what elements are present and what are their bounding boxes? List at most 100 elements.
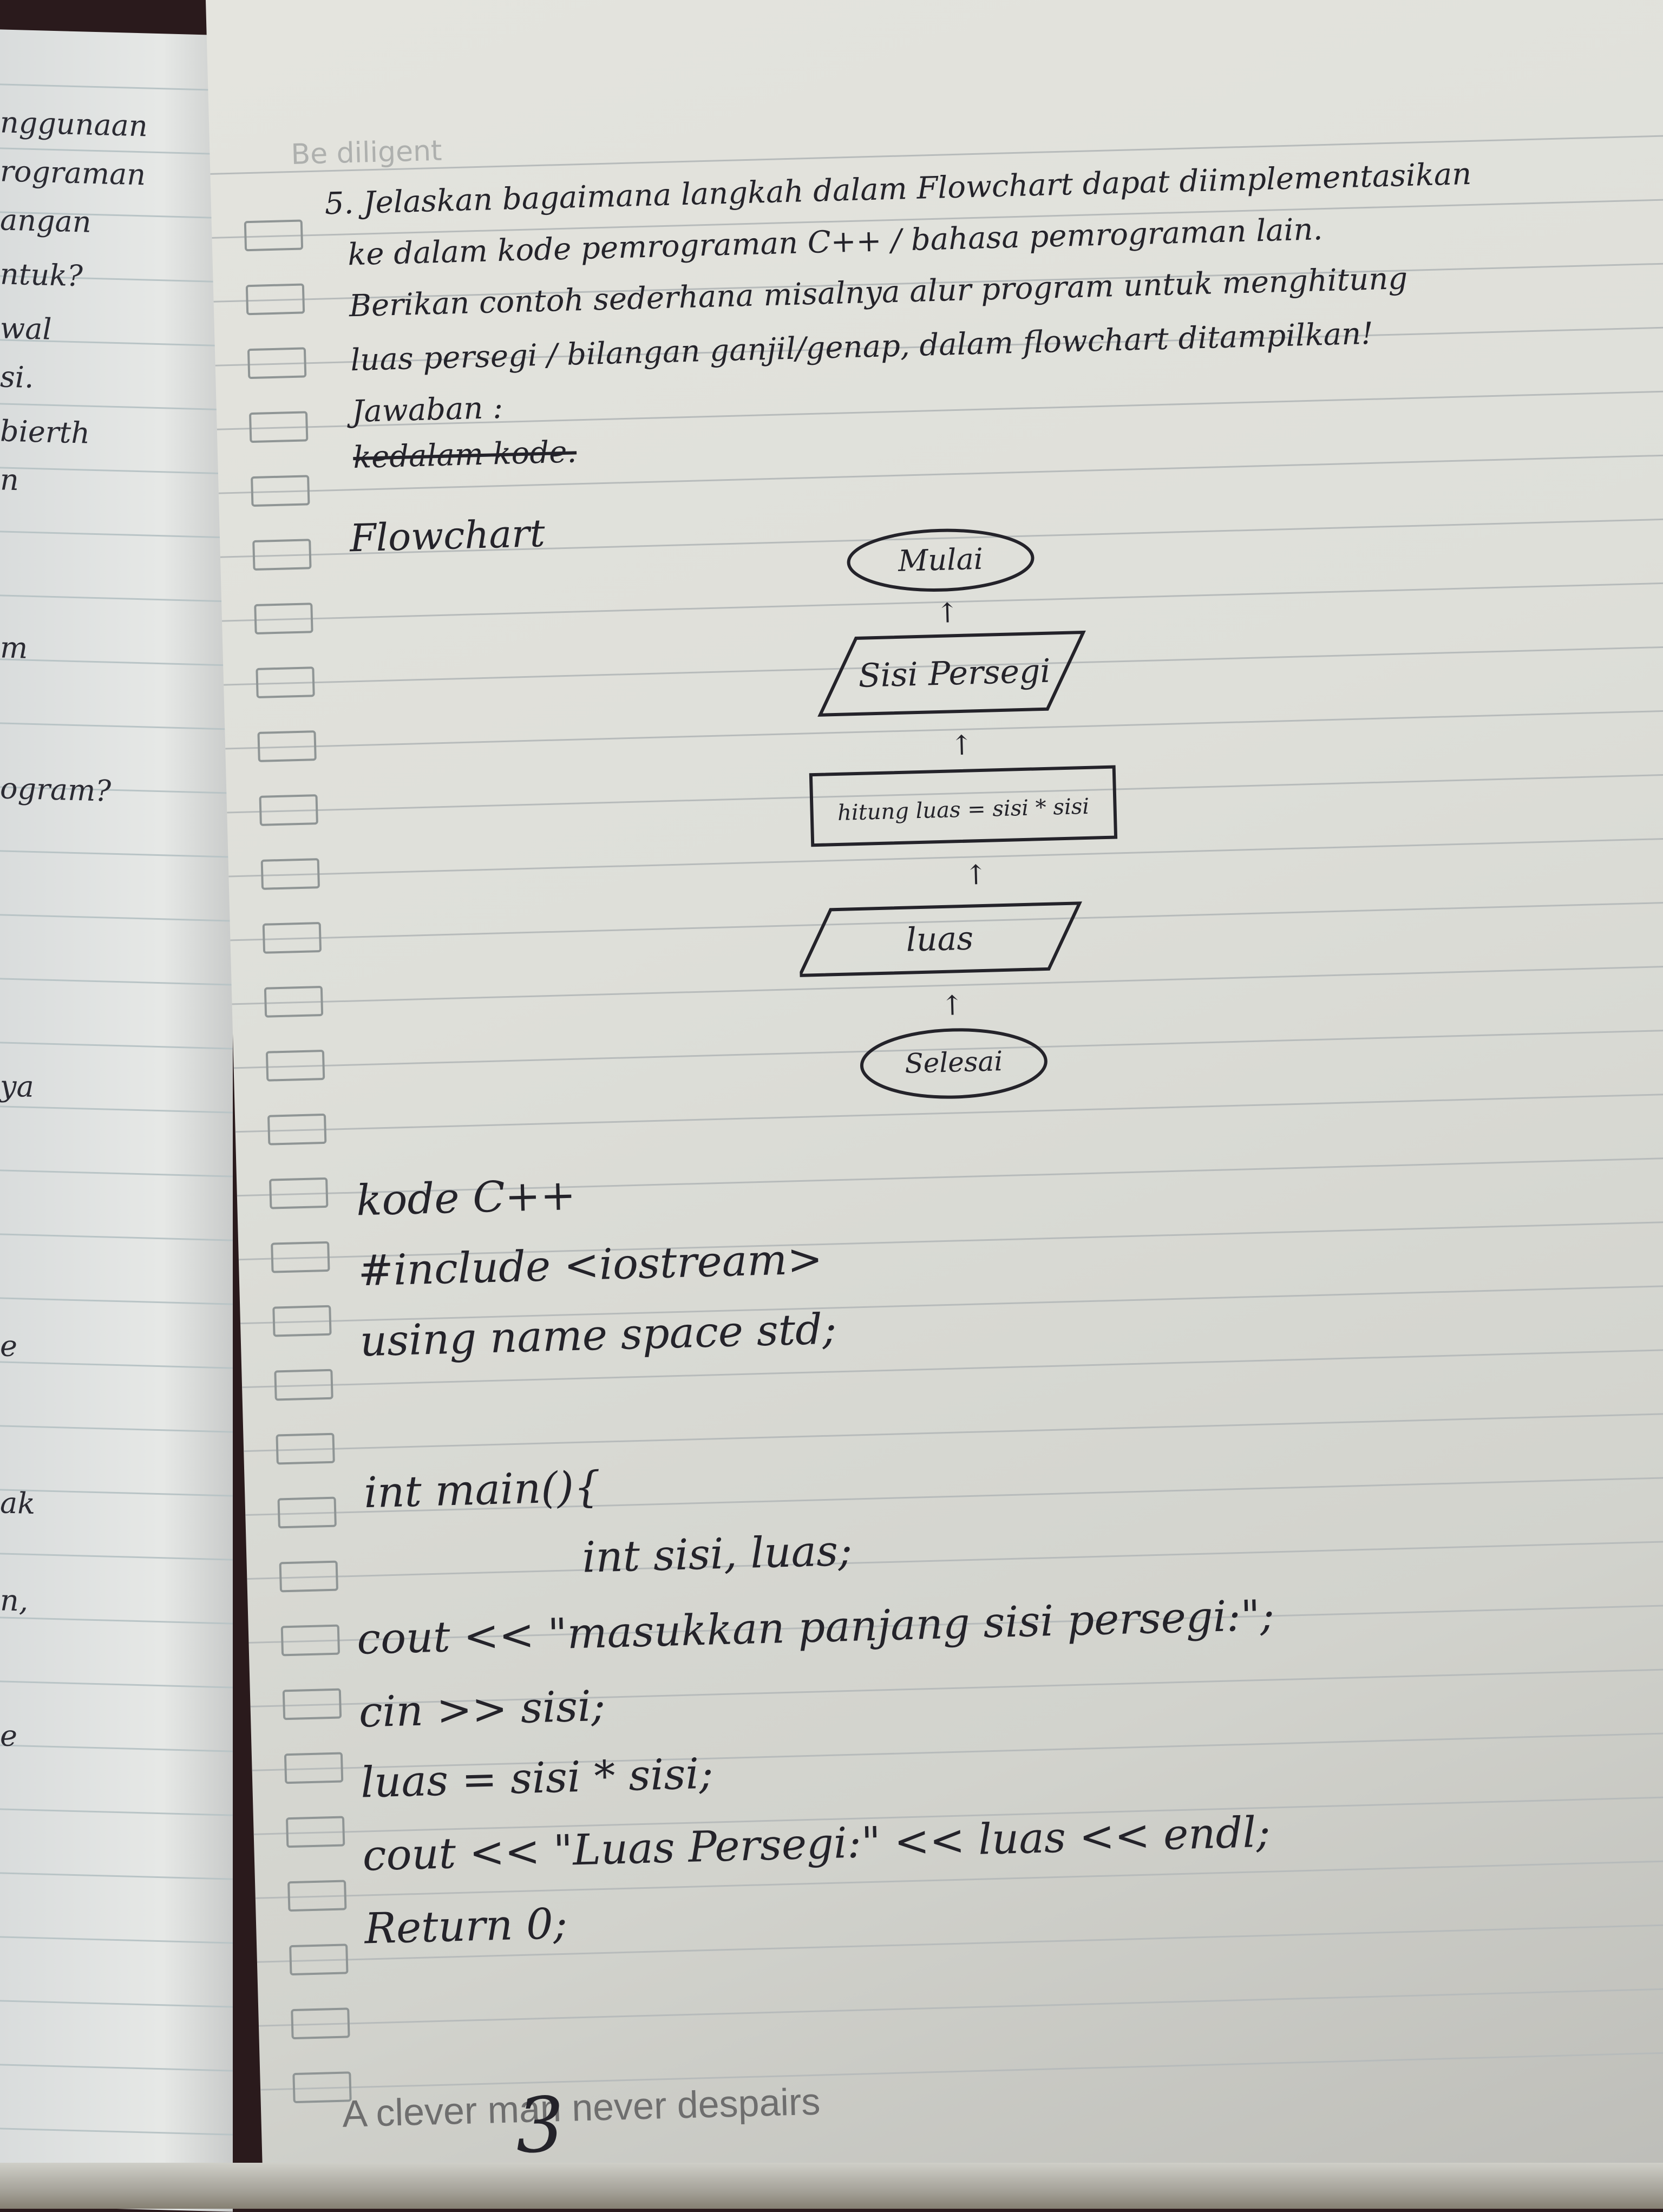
ruled-line bbox=[0, 1169, 233, 1177]
ruled-line bbox=[0, 1042, 233, 1050]
left-fragment: ak bbox=[0, 1485, 35, 1521]
margin-checkbox bbox=[252, 539, 312, 571]
margin-checkbox bbox=[244, 219, 304, 252]
ruled-line bbox=[0, 594, 233, 603]
ruled-line bbox=[0, 722, 233, 730]
ruled-line bbox=[258, 1987, 1663, 2027]
margin-checkbox bbox=[257, 730, 317, 762]
ruled-line bbox=[0, 1872, 233, 1880]
margin-checkbox bbox=[245, 283, 305, 316]
code-heading: kode C++ bbox=[355, 1170, 577, 1226]
margin-checkbox bbox=[280, 1624, 341, 1657]
left-fragment: ntuk? bbox=[0, 257, 83, 293]
code-line: cout << "masukkan panjang sisi persegi:"… bbox=[356, 1591, 1275, 1664]
footer-slogan: A clever man never despairs bbox=[342, 2080, 821, 2135]
left-fragment: e bbox=[0, 1328, 17, 1364]
arrow-icon: ↑ bbox=[964, 859, 987, 891]
left-fragment: n, bbox=[0, 1583, 28, 1618]
ruled-line bbox=[0, 1808, 233, 1816]
ruled-line bbox=[0, 914, 233, 922]
margin-checkbox bbox=[289, 1943, 349, 1976]
margin-checkbox bbox=[277, 1496, 337, 1529]
question-line: Berikan contoh sederhana misalnya alur p… bbox=[349, 261, 1408, 324]
ruled-line bbox=[0, 1744, 233, 1752]
left-fragment: angan bbox=[0, 202, 91, 239]
handwritten-mark: 3 bbox=[514, 2081, 566, 2171]
ruled-line bbox=[0, 531, 233, 539]
ruled-line bbox=[0, 2000, 233, 2008]
end-label: Selesai bbox=[905, 1045, 1003, 1079]
start-terminal bbox=[847, 528, 1035, 592]
code-line: int main(){ bbox=[363, 1462, 601, 1518]
question-line: luas persegi / bilangan ganjil/genap, da… bbox=[350, 316, 1374, 378]
ruled-line bbox=[0, 403, 233, 411]
margin-checkbox bbox=[272, 1305, 332, 1337]
process-label: hitung luas = sisi * sisi bbox=[837, 794, 1090, 826]
arrow-icon: ↑ bbox=[950, 729, 973, 761]
margin-checkbox bbox=[256, 666, 315, 698]
margin-checkbox bbox=[284, 1752, 344, 1784]
margin-checkbox bbox=[264, 985, 324, 1018]
left-fragment: si. bbox=[0, 359, 34, 395]
notebook-brand: Be diligent bbox=[290, 134, 443, 171]
margin-checkbox bbox=[282, 1688, 342, 1720]
margin-checkbox bbox=[248, 411, 309, 443]
end-terminal bbox=[860, 1028, 1047, 1099]
ruled-line bbox=[0, 1105, 233, 1114]
margin-checkbox bbox=[259, 794, 318, 826]
code-line: cin >> sisi; bbox=[358, 1681, 606, 1737]
ruled-line bbox=[0, 1936, 233, 1944]
margin-checkbox bbox=[265, 1049, 325, 1082]
ruled-line bbox=[0, 467, 233, 475]
arrow-icon: ↑ bbox=[935, 597, 959, 629]
margin-checkbox bbox=[262, 922, 322, 954]
left-fragment: n bbox=[0, 462, 19, 498]
margin-checkbox bbox=[276, 1432, 335, 1465]
margin-checkbox bbox=[260, 858, 320, 890]
ruled-line bbox=[0, 2064, 233, 2072]
code-line: int sisi, luas; bbox=[581, 1526, 853, 1582]
margin-checkbox bbox=[271, 1241, 330, 1273]
ruled-line bbox=[0, 1297, 233, 1305]
start-label: Mulai bbox=[897, 542, 983, 578]
left-fragment: ya bbox=[0, 1069, 34, 1104]
ruled-line bbox=[0, 1361, 233, 1369]
left-fragment: ogram? bbox=[0, 771, 112, 808]
flowchart-heading: Flowchart bbox=[349, 511, 546, 561]
margin-checkbox bbox=[269, 1177, 329, 1209]
process-box bbox=[809, 765, 1118, 847]
margin-checkbox bbox=[274, 1369, 333, 1401]
input-label: Sisi Persegi bbox=[858, 652, 1051, 695]
ruled-line bbox=[0, 1617, 233, 1625]
margin-checkbox bbox=[254, 603, 313, 635]
left-fragment: rograman bbox=[0, 154, 146, 192]
left-fragment: bierth bbox=[0, 414, 90, 450]
ruled-line bbox=[247, 1540, 1663, 1580]
flowchart: Mulai ↑ Sisi Persegi ↑ hitung luas = sis… bbox=[797, 528, 1118, 1099]
margin-checkbox bbox=[267, 1113, 327, 1146]
ruled-line bbox=[260, 2051, 1663, 2091]
output-label: luas bbox=[906, 919, 974, 959]
code-line: Return 0; bbox=[364, 1899, 568, 1954]
ruled-line bbox=[0, 1425, 233, 1433]
ruled-line bbox=[0, 147, 233, 155]
margin-checkbox bbox=[279, 1560, 339, 1593]
answer-label: Jawaban : bbox=[351, 390, 503, 430]
margin-checkbox bbox=[247, 347, 307, 379]
left-fragment: nggunaan bbox=[0, 105, 148, 143]
right-notebook-page: Be diligent 5. Jelaskan bagaimana langka… bbox=[206, 0, 1663, 2208]
ruled-line bbox=[0, 850, 233, 858]
ruled-line bbox=[0, 2128, 233, 2136]
ruled-line bbox=[0, 1680, 233, 1689]
margin-checkbox bbox=[251, 475, 310, 507]
ruled-line bbox=[0, 978, 233, 986]
margin-checkbox bbox=[291, 2007, 350, 2040]
output-parallelogram bbox=[797, 901, 1082, 978]
ruled-line bbox=[0, 83, 233, 91]
left-fragment: e bbox=[0, 1718, 17, 1753]
input-parallelogram bbox=[817, 630, 1086, 717]
struck-text: kedalam kode. bbox=[352, 434, 577, 476]
margin-checkbox bbox=[285, 1816, 345, 1848]
left-fragment: wal bbox=[0, 311, 52, 346]
book-edge bbox=[0, 2163, 1663, 2209]
